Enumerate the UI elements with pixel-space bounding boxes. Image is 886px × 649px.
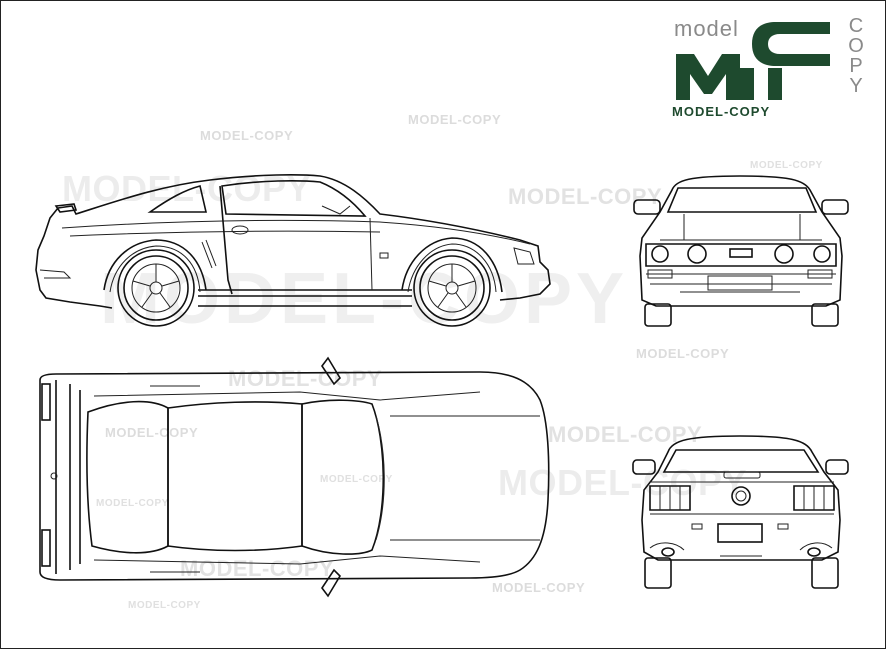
watermark: MODEL-COPY	[96, 498, 169, 509]
watermark: MODEL-COPY	[508, 184, 663, 209]
logo-model-text: model	[674, 16, 739, 41]
front-view	[633, 175, 849, 327]
watermark: MODEL-COPY	[750, 160, 823, 171]
watermark: MODEL-COPY	[200, 128, 294, 143]
top-view	[39, 356, 550, 598]
watermark: MODEL-COPY	[105, 425, 199, 440]
rear-view	[632, 435, 849, 589]
watermark: MODEL-COPY	[320, 474, 393, 485]
logo-copy-vertical-text: COPY	[848, 15, 864, 97]
watermark: MODEL-COPY	[492, 580, 586, 595]
side-view	[35, 174, 551, 327]
watermark-large: MODEL-COPY	[100, 259, 629, 339]
watermark: MODEL-COPY	[636, 346, 730, 361]
watermark: MODEL-COPY	[408, 112, 502, 127]
watermark: MODEL-COPY	[128, 600, 201, 611]
watermark: MODEL-COPY	[180, 556, 335, 581]
watermark: MODEL-COPY	[228, 366, 383, 391]
logo-bottom-text: MODEL-COPY	[672, 104, 771, 119]
model-copy-logo: model COPY MODEL-COPY	[668, 12, 868, 122]
mc-monogram-icon	[676, 22, 830, 100]
